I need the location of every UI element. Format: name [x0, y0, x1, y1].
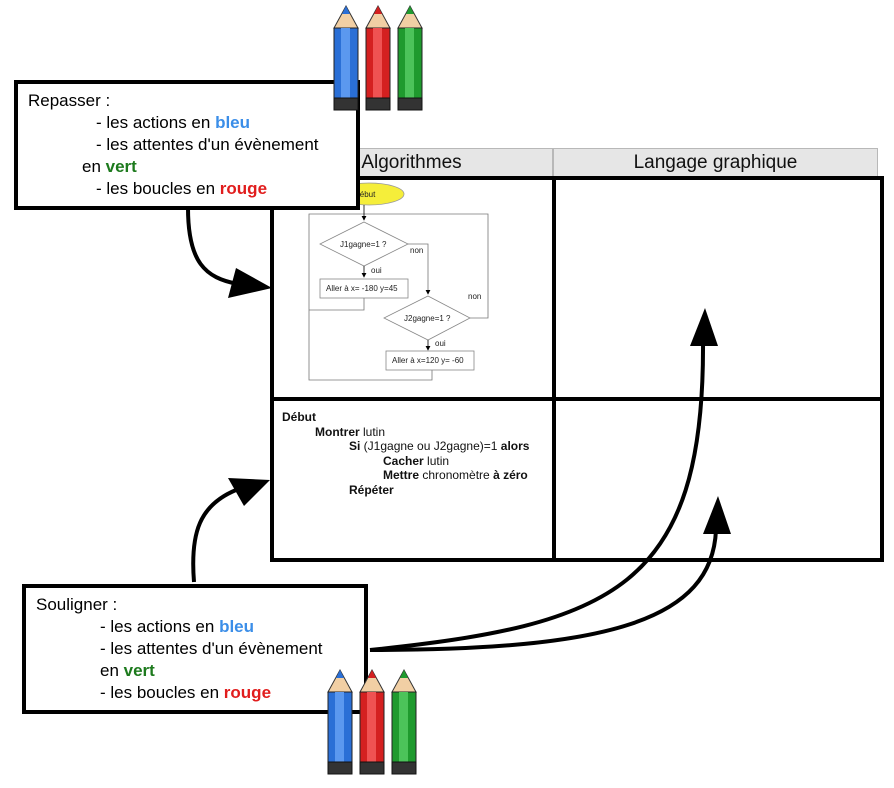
pencil-blue-icon: [333, 4, 359, 111]
note-souligner-line-4: - les boucles en rouge: [100, 683, 272, 702]
table-grid: [270, 176, 884, 562]
note-repasser-line-1: - les actions en bleu: [96, 113, 251, 132]
flowchart-loop-line: [364, 213, 489, 319]
curved-arrow-icon: [369, 496, 731, 652]
note-souligner-line-2: - les attentes d'un évènement: [100, 639, 323, 658]
flowchart-yes1-label: oui: [371, 266, 382, 275]
curved-arrow-icon: [191, 478, 270, 583]
flowchart: Début J1gagne=1 ? non oui Aller à x= -18…: [308, 182, 489, 381]
pseudocode-line-5: Mettre chronomètre à zéro: [383, 468, 528, 482]
pencil-red-icon: [359, 668, 385, 775]
curved-arrow-icon: [369, 308, 718, 652]
flowchart-no1-label: non: [410, 246, 423, 255]
pencil-blue-icon: [327, 668, 353, 775]
note-souligner: Souligner : - les actions en bleu - les …: [22, 584, 368, 714]
flowchart-action2: [385, 350, 475, 371]
grid-vertical-divider: [552, 176, 556, 562]
note-souligner-line-1: - les actions en bleu: [100, 617, 255, 636]
pencil-red-icon: [365, 4, 391, 111]
pencil-green-icon: [391, 668, 417, 775]
flowchart-cond2-label: J2gagne=1 ?: [404, 314, 451, 323]
note-repasser-line-2: - les attentes d'un évènement: [96, 135, 319, 154]
pencils-icon: [327, 668, 417, 775]
pseudocode-line-1: Début: [282, 410, 316, 424]
pseudocode-block: Début Montrer lutin Si (J1gagne ou J2gag…: [282, 410, 547, 497]
flowchart-start-label: Début: [354, 190, 376, 199]
flowchart-return-line: [308, 213, 433, 381]
note-repasser-line-4: - les boucles en rouge: [96, 179, 268, 198]
pseudocode-line-2: Montrer lutin: [315, 424, 386, 439]
pseudocode-line-3: Si (J1gagne ou J2gagne)=1 alors: [349, 439, 530, 453]
note-souligner-title: Souligner :: [36, 595, 118, 614]
note-repasser: Repasser : - les actions en bleu - les a…: [14, 80, 360, 210]
flowchart-yes2-label: oui: [435, 339, 446, 348]
curved-arrow-icon: [186, 207, 272, 298]
flowchart-action2-label: Aller à x=120 y= -60: [392, 356, 464, 365]
pseudocode-line-6: Répéter: [349, 482, 394, 497]
grid-horizontal-divider: [270, 397, 884, 401]
pencil-green-icon: [397, 4, 423, 111]
note-repasser-title: Repasser :: [28, 91, 111, 110]
flowchart-cond1-label: J1gagne=1 ?: [340, 240, 387, 249]
pencils-icon: [333, 4, 423, 111]
flowchart-no2-label: non: [468, 292, 481, 301]
pseudocode-line-4: Cacher lutin: [383, 453, 450, 468]
note-repasser-line-3: en vert: [82, 157, 137, 176]
note-souligner-line-3: en vert: [100, 661, 155, 680]
flowchart-action1-label: Aller à x= -180 y=45: [326, 284, 398, 293]
